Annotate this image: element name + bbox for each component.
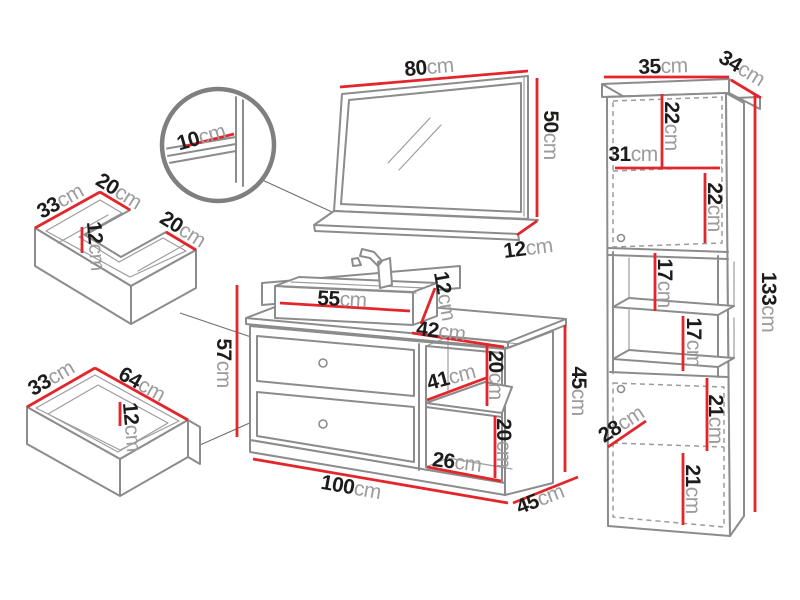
bottom-drawer-dim-lines — [26, 366, 189, 426]
dim-drawer-height: 12cm — [118, 401, 145, 452]
bottom-drawer-inner-lines — [35, 374, 180, 453]
dim-column-top-inner: 22cm — [661, 101, 684, 150]
detail-magnifier: 10cm — [159, 86, 277, 204]
dim-mirror-shelf-depth: 12cm — [502, 234, 554, 263]
column-knob-upper — [616, 233, 626, 243]
dim-detail-shelf: 10cm — [174, 119, 228, 155]
dim-column-bottom-inner: 21cm — [682, 464, 705, 513]
drawer-knob-lower — [318, 419, 328, 429]
mirror-reflection-icon — [387, 117, 442, 171]
vanity-dim-lines — [235, 285, 579, 505]
column-section-lines — [607, 247, 729, 378]
column-dim-lines — [604, 75, 762, 525]
column-lower-door-hidden — [612, 382, 725, 528]
detail-mirror-edge — [235, 93, 244, 187]
vanity-drawer-fronts — [256, 335, 420, 471]
dim-niche-lower-height: 20cm — [493, 418, 516, 467]
tall-cabinet-drawing: 35cm 34cm 22cm 31cm 22cm 17cm 17cm 21cm … — [594, 45, 781, 537]
dim-niche-bottom-width: 26cm — [431, 448, 483, 477]
dim-column-shelf2: 17cm — [683, 317, 706, 366]
dim-column-shelf1: 17cm — [654, 258, 677, 307]
sink-drawer-drawing: 33cm 20cm 12cm 20cm — [33, 168, 210, 325]
dim-vanity-height: 57cm — [213, 338, 236, 387]
dim-column-inner-width: 31cm — [608, 143, 657, 166]
mirror-dim-lines — [339, 69, 539, 237]
vanity-drawing: 55cm 12cm 42cm 57cm 41cm 20cm 20cm 26cm … — [213, 248, 591, 519]
dim-sink-drawer-height: 12cm — [82, 220, 109, 271]
dim-mirror-height: 50cm — [540, 110, 563, 159]
mirror-frame-inner — [340, 82, 522, 213]
basin-inner-rim — [282, 281, 426, 294]
dim-column-second-inner: 22cm — [704, 182, 727, 231]
dim-column-lower-inner: 21cm — [705, 394, 728, 443]
column-right-side — [725, 92, 745, 537]
detail-dim-line — [185, 132, 235, 148]
mirror-drawing: 80cm 50cm 12cm — [313, 53, 563, 263]
sink-drawer-dim-lines — [34, 190, 197, 253]
column-knob-lower — [616, 384, 626, 394]
column-depth-lines — [628, 257, 735, 359]
dim-vanity-side-height: 45cm — [568, 366, 591, 415]
mirror-frame — [333, 75, 529, 220]
magnifier-circle-icon — [159, 86, 277, 204]
vanity-niche-shelf — [425, 381, 513, 418]
dim-basin-width: 55cm — [317, 286, 367, 312]
drawer-knob-upper — [318, 358, 328, 368]
dim-basin-height: 12cm — [429, 270, 460, 323]
bottom-drawer-front — [26, 406, 201, 497]
vanity-niche-interior — [425, 336, 521, 470]
sink-drawer-front — [34, 227, 197, 325]
bottom-drawer-drawing: 33cm 64cm 12cm — [24, 356, 201, 497]
dim-mirror-width: 80cm — [403, 53, 454, 80]
dim-column-height: 133cm — [758, 272, 781, 333]
dim-niche-upper-height: 20cm — [485, 350, 508, 399]
vanity-right-side — [504, 330, 554, 496]
dim-niche-shelf-depth: 41cm — [424, 360, 478, 395]
leader-detail-to-mirror — [257, 177, 333, 213]
vanity-niche-opening — [425, 345, 503, 482]
dim-counter-right-width: 42cm — [415, 317, 467, 346]
dim-vanity-width: 100cm — [319, 470, 383, 503]
faucet-icon — [351, 248, 393, 289]
dim-column-width: 35cm — [638, 54, 688, 79]
detail-content — [166, 93, 244, 187]
